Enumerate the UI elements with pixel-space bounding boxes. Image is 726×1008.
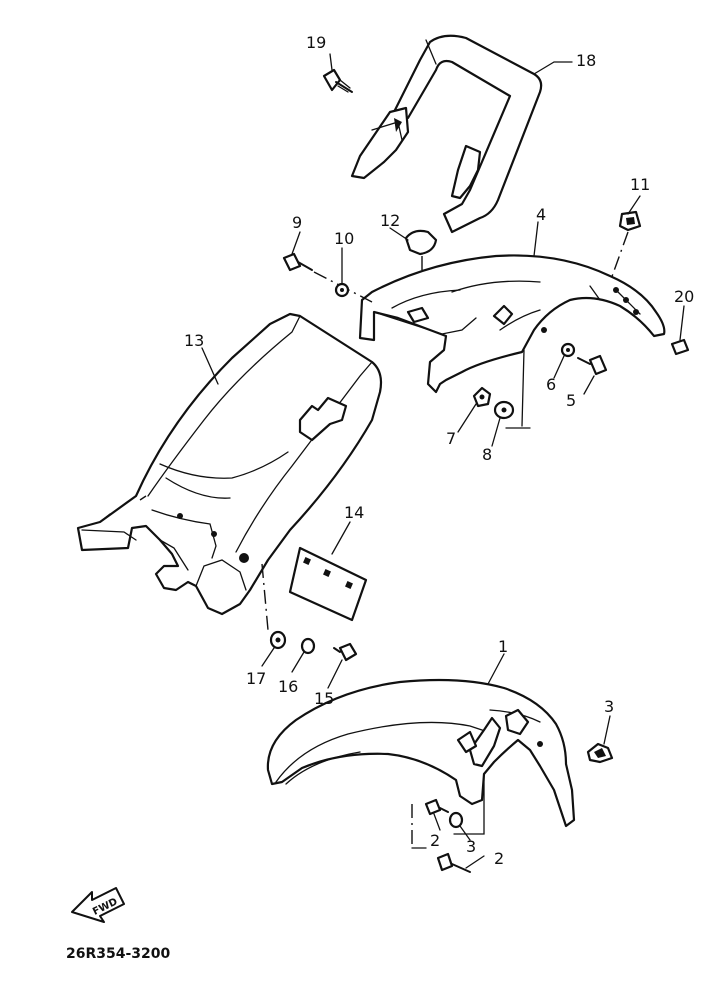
bolt-part-10 xyxy=(282,252,373,303)
part-label-6: 5 xyxy=(566,391,576,410)
part-label-3: 3 xyxy=(466,837,476,856)
part-label-9: 8 xyxy=(482,445,492,464)
bolt-part-16 xyxy=(333,642,358,662)
bolt-part-20 xyxy=(322,68,353,93)
part-label-20: 19 xyxy=(306,33,326,52)
part-label-13: 12 xyxy=(380,211,400,230)
part-label-15: 14 xyxy=(344,503,364,522)
washer-part-3 xyxy=(448,811,464,829)
part-label-2-lower: 2 xyxy=(494,849,504,868)
part-label-1: 1 xyxy=(498,637,508,656)
part-label-4: 3 xyxy=(604,697,614,716)
part-label-5: 4 xyxy=(536,205,546,224)
fwd-label: FWD xyxy=(91,896,119,917)
washer-part-11 xyxy=(334,282,350,298)
nut-part-8 xyxy=(472,386,492,408)
damper-part-12 xyxy=(609,210,642,283)
front-fender-part-1 xyxy=(266,678,576,849)
inner-fender-part-14 xyxy=(76,312,383,631)
rear-fender-part-5 xyxy=(358,254,666,429)
forward-direction-arrow: FWD xyxy=(71,887,125,923)
part-label-8: 7 xyxy=(446,429,456,448)
bolt-part-2-lower xyxy=(436,852,471,873)
diagram-reference-code: 26R354-3200 xyxy=(66,946,171,962)
leader-lines xyxy=(201,53,685,869)
bolt-part-2-upper xyxy=(424,798,449,816)
part-label-21: 20 xyxy=(674,287,694,306)
washer-part-9 xyxy=(493,400,515,420)
grab-bar-part-19 xyxy=(350,34,543,234)
part-label-2-upper: 2 xyxy=(430,831,440,850)
part-label-16: 15 xyxy=(314,689,334,708)
washer-part-17 xyxy=(300,637,316,655)
clamp-part-4 xyxy=(586,742,614,764)
part-label-12: 11 xyxy=(630,175,650,194)
part-label-7: 6 xyxy=(546,375,556,394)
part-label-17: 16 xyxy=(278,677,298,696)
part-label-10: 9 xyxy=(292,213,302,232)
part-labels: 18 19 12 11 4 9 10 20 6 5 7 8 13 14 17 1… xyxy=(184,33,694,868)
nut-part-18 xyxy=(269,630,287,650)
part-label-18: 17 xyxy=(246,669,266,688)
grommet-part-13 xyxy=(404,229,438,280)
washer-part-7 xyxy=(560,342,576,358)
cap-part-21 xyxy=(670,338,690,356)
plate-part-15 xyxy=(288,546,368,622)
part-label-19: 18 xyxy=(576,51,596,70)
bolt-part-6 xyxy=(577,354,608,376)
part-label-14: 13 xyxy=(184,331,204,350)
part-label-11: 10 xyxy=(334,229,354,248)
